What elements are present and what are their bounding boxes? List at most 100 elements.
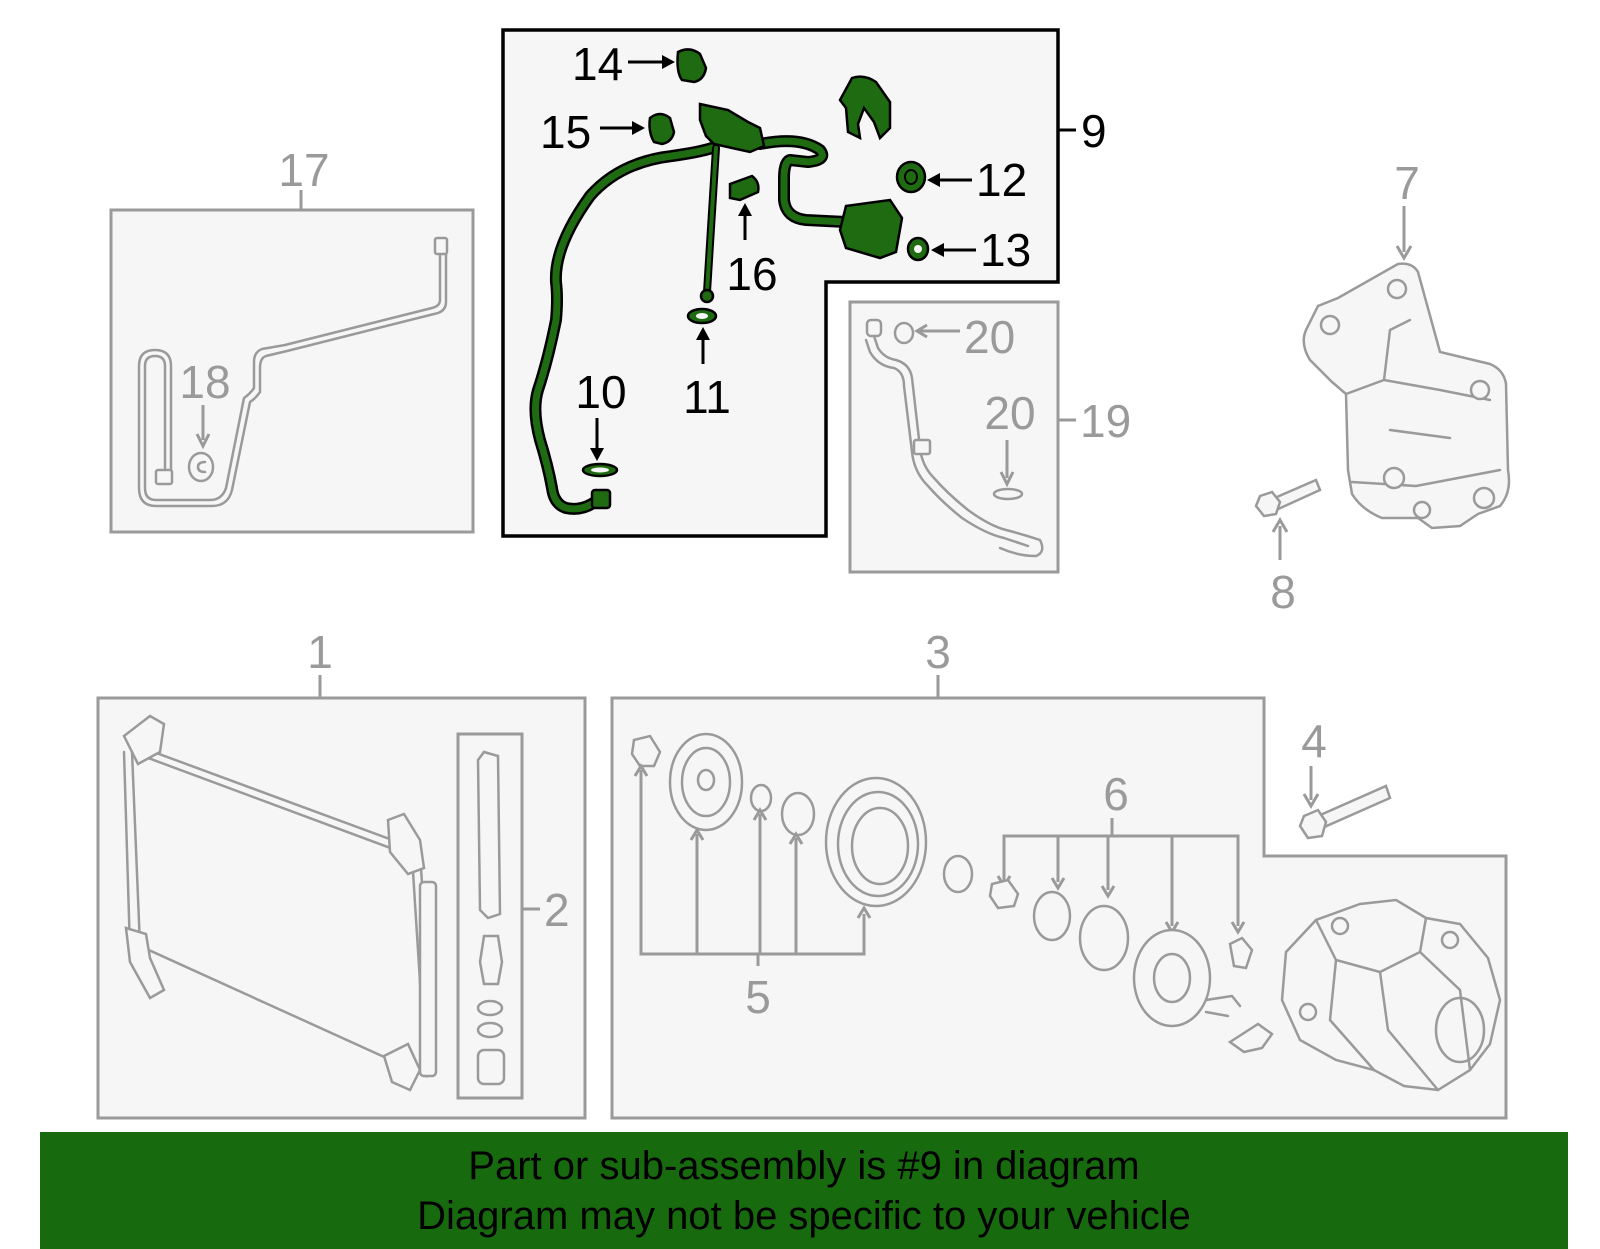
part-8-arrow [1271,517,1289,533]
part-6-field-coil [1132,928,1212,1028]
part-9-service-fitting [699,288,715,304]
part-5-snapring [780,791,816,837]
part-14-arrow [662,55,675,69]
callout-9: 9 [1081,105,1107,157]
part-4-bolt-shank [1316,784,1392,830]
callout-8: 8 [1270,566,1296,618]
part-7-arrow [1395,245,1413,261]
callout-12: 12 [976,154,1027,206]
part-4-bolt-head [1298,808,1328,840]
part-15-cap[interactable] [648,112,676,146]
part-19-group[interactable]: 19 20 20 [848,300,1131,574]
part-18-arrow [195,433,211,450]
callout-7: 7 [1394,157,1420,209]
part-7-hole-4 [1472,486,1496,510]
callout-5: 5 [745,971,771,1023]
callout-13: 13 [980,224,1031,276]
callout-3: 3 [925,626,951,678]
part-1-bracket-tl [122,714,166,766]
part-5-pulley-groove-1 [836,790,920,898]
part-3-compressor-boss-3 [1298,1002,1318,1022]
part-7-group[interactable]: 7 [1302,157,1511,530]
part-16-arrow [738,203,752,216]
part-9-end-fitting [590,488,612,510]
part-9-bracket [838,75,892,141]
part-4-arrow [1302,793,1320,809]
part-17-fitting [433,236,449,256]
part-5-pulley [824,776,928,908]
part-19-box [848,300,1060,574]
part-11-oring-hole [696,313,708,319]
part-7-hole-5 [1412,500,1432,520]
part-5-hub-center [696,768,716,792]
part-7-hole-1 [1386,278,1408,300]
part-10-oring-hole [591,467,609,473]
part-10-arrow [590,448,604,461]
callout-15: 15 [540,106,591,158]
part-20a-arrow [914,323,928,339]
callout-16: 16 [726,248,777,300]
part-13-arrow [931,243,944,257]
part-2-group[interactable]: 2 [456,732,570,1100]
part-20-oring-bottom[interactable] [992,487,1024,501]
callout-1: 1 [307,626,333,678]
part-19-hose-edge [864,338,1030,548]
part-3-compressor-boss-1 [1330,916,1350,936]
part-6-clip [1227,1022,1274,1054]
part-20b-arrow [999,471,1015,488]
part-2-cap [476,1048,506,1086]
part-14-cap[interactable] [676,48,708,84]
part-1-bracket-tr [386,812,426,876]
part-17-pipe [143,242,442,502]
part-11-arrow [696,327,710,340]
part-8-bolt-head [1254,490,1282,518]
callout-19: 19 [1080,395,1131,447]
part-5-arrows [633,763,872,919]
part-19-hose [872,334,1044,558]
part-16-valve[interactable] [728,174,760,202]
part-5-pulley-groove-2 [850,806,910,886]
part-8-group[interactable]: 8 [1254,478,1322,618]
part-6-bolt [988,878,1020,910]
part-17-group[interactable]: 17 18 [109,144,475,534]
info-banner: Part or sub-assembly is #9 in diagram Di… [40,1132,1568,1249]
part-6-leader-tree [1002,818,1240,926]
part-5-hub-ring [680,746,732,818]
part-19-fitting [865,318,883,338]
part-20-oring-top[interactable] [893,321,915,345]
callout-10: 10 [575,366,626,418]
banner-line-1: Part or sub-assembly is #9 in diagram [468,1143,1140,1188]
callout-17: 17 [278,144,329,196]
part-9-service-line [705,146,718,294]
part-6-coil-wire [1204,994,1242,1018]
part-17-end-fitting [154,468,174,486]
part-12-seal-inner [904,169,918,185]
callout-14: 14 [572,38,623,90]
callout-2: 2 [544,884,570,936]
part-5-bolt [630,734,662,768]
part-15-arrow [632,121,645,135]
part-6-snapring-2 [1078,904,1130,972]
part-19-collar [912,438,932,456]
part-17-pipe-edge [137,242,448,508]
part-12-arrow [927,173,940,187]
callout-20b: 20 [984,387,1035,439]
part-18-oring[interactable] [187,451,215,483]
part-9-flange [838,198,904,260]
part-3-group[interactable]: 3 5 6 [610,626,1508,1120]
callout-11: 11 [683,371,731,423]
part-7-hole-2 [1319,314,1341,336]
part-4-group[interactable]: 4 [1298,715,1392,840]
part-1-bracket-bl [124,926,166,1000]
part-6-snapring-1 [1032,890,1072,942]
part-7-bracket [1302,262,1511,530]
part-1-bracket-br [382,1042,422,1092]
banner-line-2: Diagram may not be specific to your vehi… [417,1193,1191,1238]
part-7-hole-3 [1469,379,1491,401]
part-2-oring-2 [476,1021,504,1039]
part-9-group[interactable]: 9 14 15 16 11 [501,28,1107,538]
callout-18: 18 [179,356,230,408]
part-9-manifold [698,102,766,154]
part-18-oring-mark [196,460,207,474]
